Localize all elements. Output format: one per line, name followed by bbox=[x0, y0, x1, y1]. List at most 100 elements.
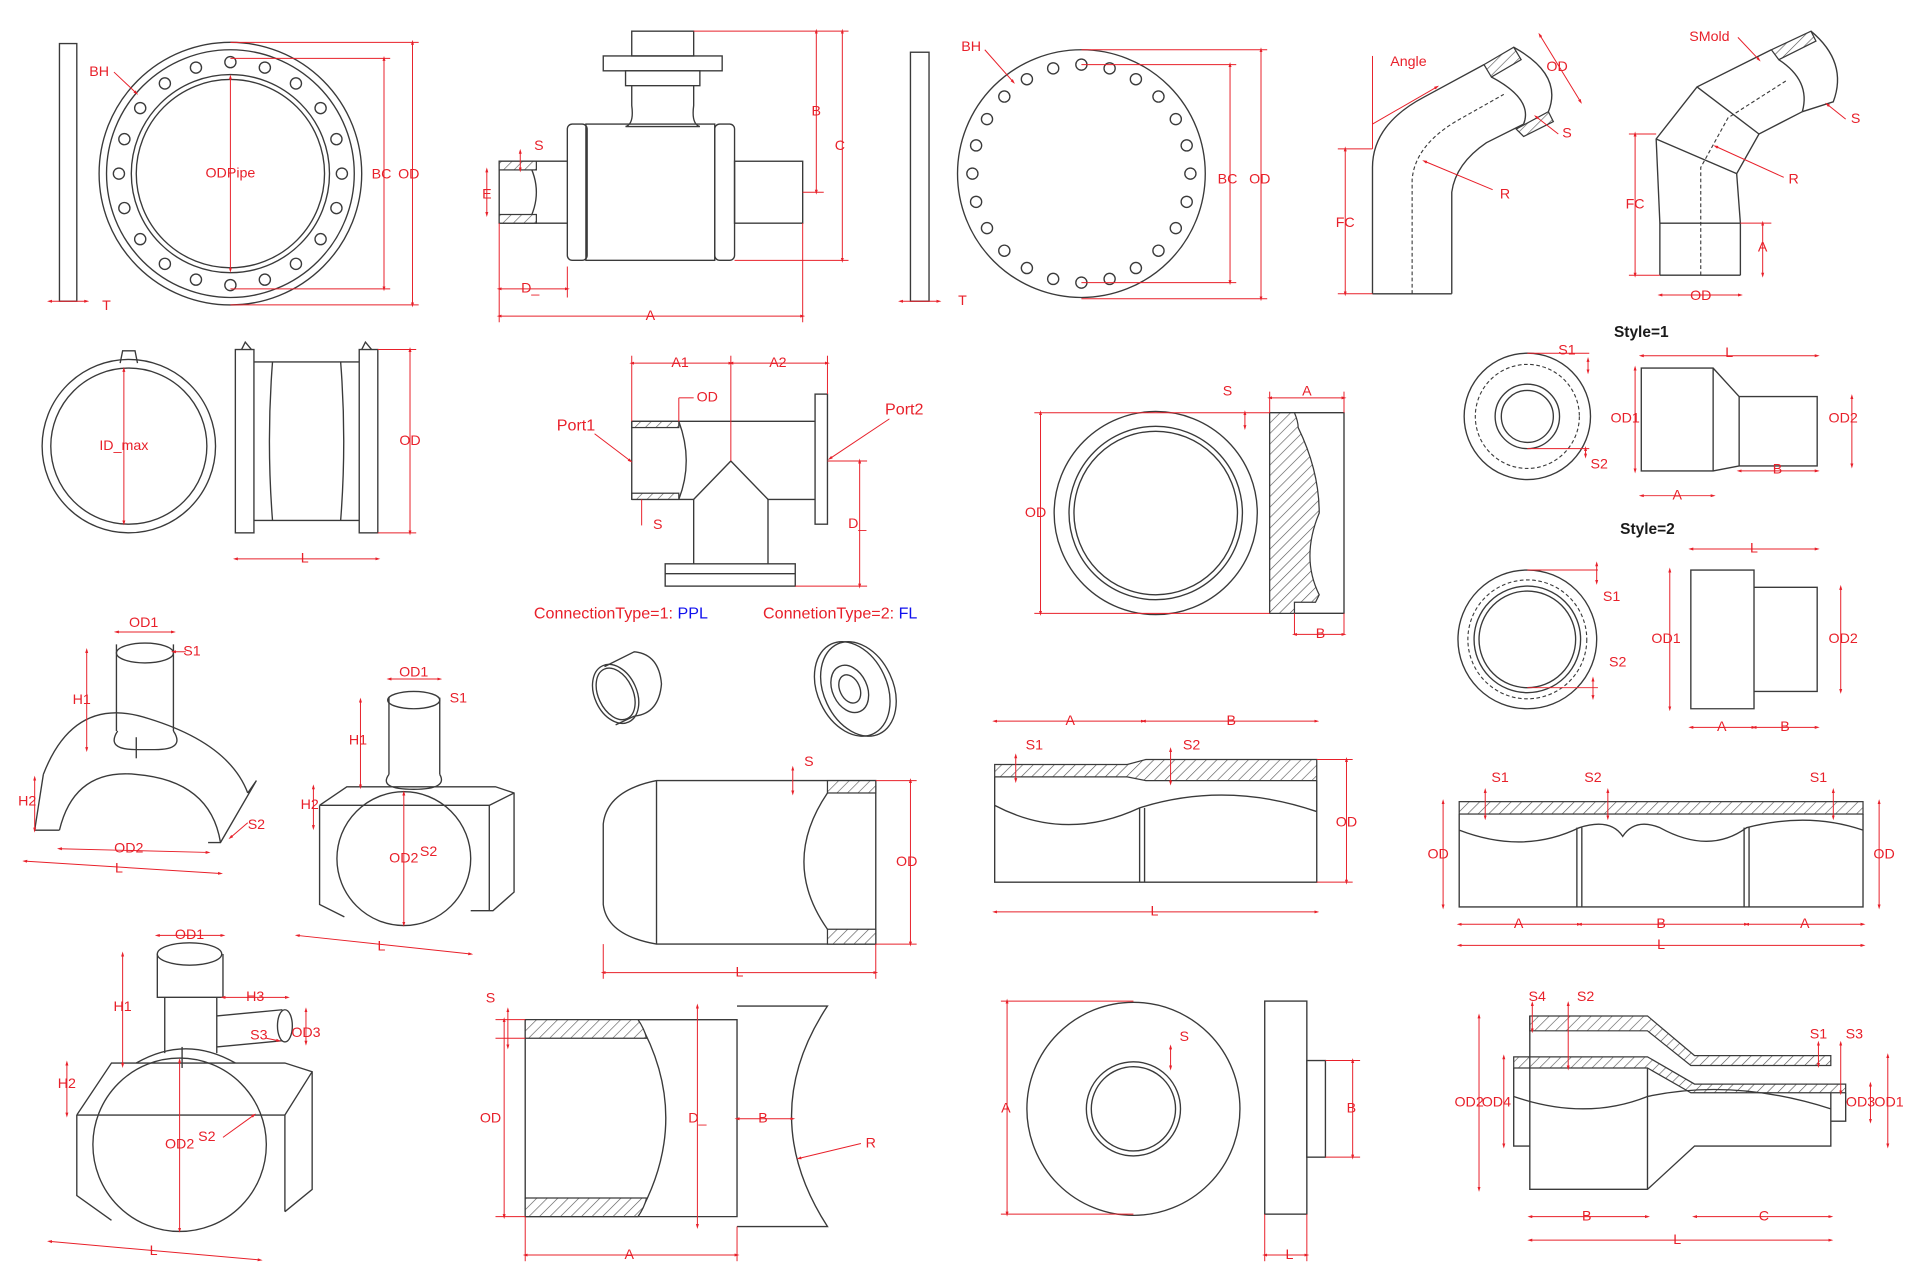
bolt-hole bbox=[118, 201, 131, 215]
dim-label: A bbox=[1800, 916, 1810, 932]
dim-label: H2 bbox=[58, 1076, 76, 1092]
dim-label: OD3 bbox=[1846, 1094, 1875, 1110]
dim-label: Angle bbox=[1390, 54, 1426, 70]
bolt-holes bbox=[112, 55, 349, 292]
bolt-hole bbox=[330, 132, 343, 146]
dim-label: S1 bbox=[1491, 770, 1508, 786]
bolt-hole bbox=[335, 167, 349, 180]
dim-label: S bbox=[1223, 383, 1232, 399]
dim-label: OD bbox=[1690, 288, 1711, 304]
bolt-hole bbox=[1046, 272, 1060, 286]
dim-label: OD bbox=[1873, 847, 1894, 863]
three-segment-pipe-drawing: S1 S2 S1 OD OD A B A L bbox=[1427, 770, 1894, 953]
bolt-hole bbox=[1152, 244, 1165, 257]
dim-label: OD1 bbox=[1874, 1094, 1903, 1110]
dim-label: OD3 bbox=[291, 1025, 320, 1041]
dim-label: C bbox=[835, 138, 845, 154]
dim-label: OD2 bbox=[165, 1137, 194, 1153]
dim-label: H1 bbox=[114, 999, 132, 1015]
dim-label: S2 bbox=[248, 817, 265, 833]
dim-label: L bbox=[1151, 904, 1159, 920]
dim-label: S bbox=[1179, 1029, 1189, 1045]
bolt-hole bbox=[998, 244, 1011, 257]
dim-label: S1 bbox=[1810, 1026, 1827, 1042]
dim-label: S2 bbox=[420, 844, 437, 860]
bolt-hole bbox=[1129, 72, 1143, 86]
flange-drawing: BH ODPipe BC OD T bbox=[47, 39, 419, 314]
bolt-hole bbox=[1180, 195, 1193, 209]
dim-label: S1 bbox=[1603, 589, 1620, 605]
dim-label: B bbox=[1316, 626, 1326, 642]
bolt-hole bbox=[1020, 261, 1034, 275]
dim-label: B bbox=[1347, 1101, 1357, 1117]
connection-type-1: ConnectionType=1: PPL bbox=[534, 604, 708, 622]
dim-label: SMold bbox=[1689, 29, 1729, 45]
stub-end-drawing: ID_max OD L bbox=[41, 340, 421, 567]
dim-label: B bbox=[758, 1111, 767, 1127]
dim-label: S bbox=[804, 754, 814, 770]
dim-label: L bbox=[1673, 1232, 1681, 1248]
blind-flange-drawing: BH BC OD T bbox=[898, 39, 1270, 309]
dim-label: L bbox=[1286, 1247, 1294, 1263]
dim-label: S2 bbox=[1183, 738, 1200, 754]
saddle-drawing: OD1 S1 H1 H2 S2 OD2 L bbox=[18, 615, 265, 876]
dim-label: A1 bbox=[671, 355, 688, 371]
bolt-hole bbox=[1184, 167, 1197, 180]
ppl-socket-icon bbox=[591, 651, 663, 726]
dim-label: H1 bbox=[349, 733, 367, 749]
dim-label: A bbox=[1717, 719, 1727, 735]
dim-label: OD2 bbox=[114, 840, 143, 856]
style-title: Style=2 bbox=[1620, 521, 1675, 538]
bolt-hole bbox=[289, 77, 303, 90]
bolt-hole bbox=[189, 61, 203, 74]
dim-label: L bbox=[1725, 345, 1733, 361]
bolt-hole bbox=[966, 167, 979, 180]
dim-label: A bbox=[1672, 487, 1682, 503]
bolt-hole bbox=[189, 273, 203, 286]
dim-label: OD2 bbox=[1454, 1094, 1483, 1110]
dim-label: L bbox=[1750, 541, 1758, 557]
bolt-hole bbox=[133, 232, 147, 246]
reducer-style1-drawing: Style=1 S1 L OD1 OD2 S2 A B bbox=[1463, 324, 1858, 503]
dim-label: A2 bbox=[769, 355, 786, 371]
dim-label: L bbox=[736, 964, 744, 980]
bolt-hole bbox=[980, 221, 994, 235]
bend-drawing: Angle OD S R FC bbox=[1336, 32, 1582, 297]
dim-label: S bbox=[1562, 126, 1572, 142]
dim-label: OD2 bbox=[1829, 411, 1858, 427]
dim-label: L bbox=[150, 1243, 158, 1259]
dim-label: S2 bbox=[1609, 655, 1626, 671]
dim-label: OD bbox=[399, 433, 420, 449]
dim-label: Port2 bbox=[885, 400, 924, 418]
dim-label: B bbox=[1780, 719, 1790, 735]
dim-label: S bbox=[653, 517, 662, 533]
dim-label: BH bbox=[89, 64, 109, 80]
bolt-hole bbox=[112, 167, 126, 180]
bolt-hole bbox=[258, 61, 272, 74]
connection-type-value: FL bbox=[899, 604, 918, 622]
dim-label: C bbox=[1759, 1208, 1769, 1224]
dim-label: A bbox=[1758, 240, 1768, 256]
bolt-hole bbox=[330, 201, 343, 215]
bolt-hole bbox=[118, 132, 131, 146]
dim-label: E bbox=[482, 186, 492, 202]
dim-label: OD1 bbox=[129, 615, 158, 631]
connection-type-2: ConnetionType=2: FL bbox=[763, 604, 917, 622]
bolt-hole bbox=[314, 101, 327, 115]
dim-label: R bbox=[866, 1135, 876, 1151]
dim-label: S1 bbox=[1026, 738, 1043, 754]
dim-label: D_ bbox=[688, 1111, 707, 1127]
valve-drawing: S E B C D_ A bbox=[482, 28, 849, 324]
dim-label: FC bbox=[1626, 196, 1645, 212]
bolt-hole bbox=[980, 112, 994, 126]
dim-label: BH bbox=[961, 39, 981, 55]
bolt-hole bbox=[1103, 272, 1116, 286]
dim-label: A bbox=[1514, 916, 1524, 932]
bolt-hole bbox=[1046, 62, 1060, 75]
dim-label: Port1 bbox=[557, 417, 596, 435]
dim-label: H2 bbox=[301, 797, 319, 813]
dim-label: S2 bbox=[1590, 456, 1607, 472]
dim-label: OD1 bbox=[399, 665, 428, 681]
dim-label: S1 bbox=[1558, 343, 1575, 359]
